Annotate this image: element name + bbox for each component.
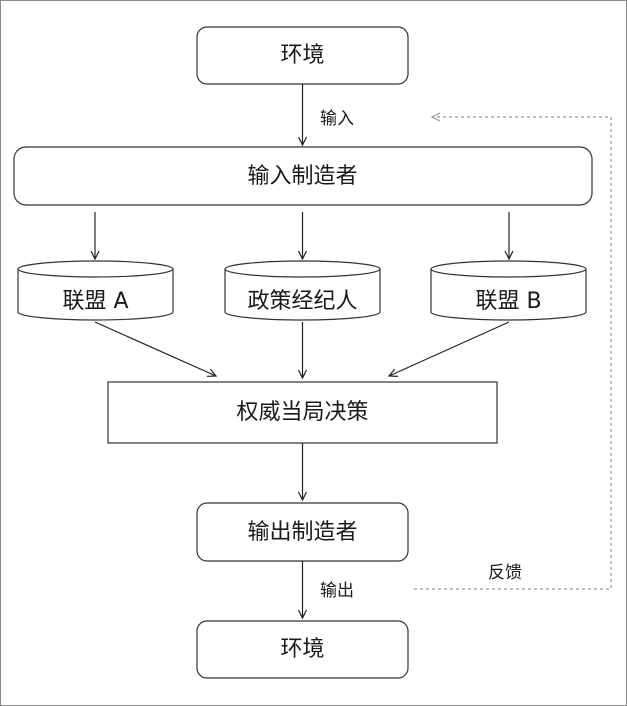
environment-bottom-node: 环境: [196, 620, 409, 679]
alliance-b-label: 联盟 B: [475, 289, 541, 314]
input-label: 输入: [320, 109, 354, 129]
output-producer-node: 输出制造者: [196, 502, 409, 562]
policy-broker-label: 政策经纪人: [247, 289, 357, 314]
input-producer-node: 输入制造者: [13, 146, 593, 206]
authority-decision-label: 权威当局决策: [236, 400, 368, 425]
input-producer-label: 输入制造者: [247, 164, 357, 189]
arrow-alliance-b-to-decision: [389, 321, 510, 376]
authority-decision-node: 权威当局决策: [107, 381, 498, 444]
arrow-alliance-a-to-decision: [94, 321, 216, 376]
policy-broker-node: 政策经纪人: [224, 260, 381, 321]
feedback-loop-line: [414, 117, 612, 590]
alliance-a-node: 联盟 A: [17, 260, 174, 321]
environment-bottom-label: 环境: [280, 637, 324, 662]
alliance-a-label: 联盟 A: [62, 289, 128, 314]
environment-top-node: 环境: [196, 26, 409, 85]
environment-top-label: 环境: [280, 43, 324, 68]
output-label: 输出: [320, 581, 354, 601]
output-producer-label: 输出制造者: [247, 520, 357, 545]
alliance-b-node: 联盟 B: [430, 260, 587, 321]
feedback-label: 反馈: [488, 563, 522, 583]
